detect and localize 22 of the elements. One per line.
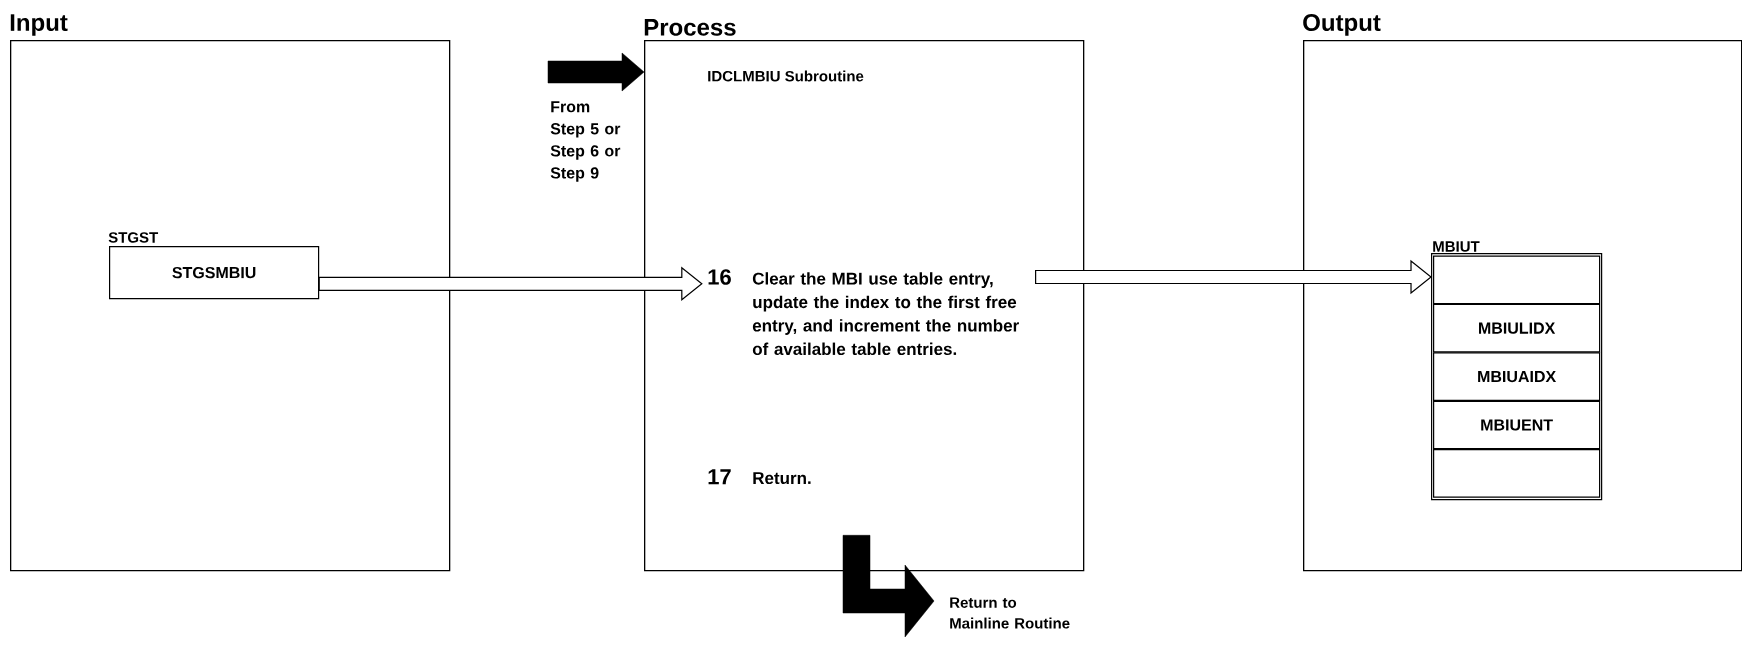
field-box: STGSMBIU [109,246,320,300]
table-name: MBIUT [1433,241,1480,252]
table-row: MBIUAIDX [1433,352,1601,401]
exit-label: Return to Mainline Routine [950,597,1070,629]
table-row: MBIUENT [1433,400,1601,450]
edge-label: From Step 5 or Step 6 or Step 9 [550,101,621,182]
step-number: 16 [708,269,731,285]
panel-heading: Process [644,19,736,36]
step-text: Clear the MBI use table entry, update the index to the first free entry, and increment the number of available table entries. [752,272,1019,356]
panel-heading: Input [10,14,68,36]
structure-name: STGST [108,232,159,243]
table-row [1433,255,1601,305]
arrow [1035,259,1432,295]
table-row: MBIULIDX [1433,303,1601,353]
routine-title: IDCLMBIU Subroutine [708,70,864,82]
step-number: 17 [708,469,731,485]
arrow [842,535,935,638]
arrow [547,52,645,92]
panel-heading: Output [1303,14,1381,36]
table-row [1433,449,1601,498]
step-text: Return. [753,472,811,485]
arrow [318,266,703,302]
